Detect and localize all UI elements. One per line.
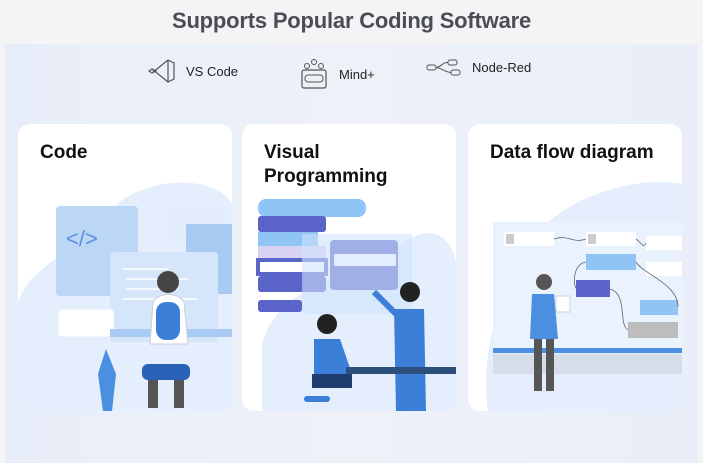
node-red-icon [426, 59, 461, 76]
code-illustration: </> [18, 182, 232, 411]
page-title: Supports Popular Coding Software [171, 8, 532, 33]
card-data-flow-diagram[interactable]: Data flow diagram [468, 124, 682, 411]
vscode-icon [148, 59, 175, 83]
mindplus-icon [301, 59, 327, 89]
software-label: Mind+ [339, 66, 375, 82]
data-flow-illustration [486, 182, 682, 411]
software-label: VS Code [186, 63, 239, 79]
software-node-red: Node-Red [426, 58, 531, 76]
card-title: Code [40, 142, 88, 163]
visual-programming-illustration [256, 199, 456, 411]
software-mindplus: Mind+ [299, 58, 375, 90]
svg-text:</>: </> [66, 226, 98, 251]
card-title: Data flow diagram [490, 142, 654, 163]
software-label: Node-Red [472, 59, 532, 75]
card-code[interactable]: Code </> [18, 124, 232, 411]
software-vscode: VS Code [148, 58, 238, 84]
